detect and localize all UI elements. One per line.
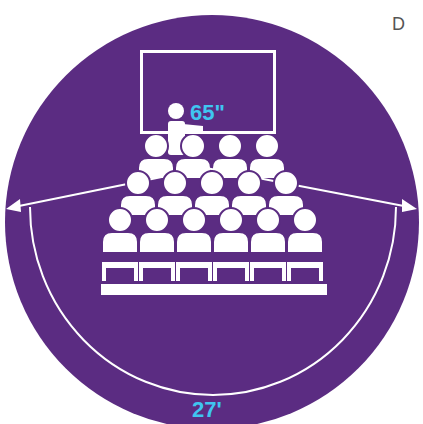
person-head: [237, 171, 261, 195]
person-head: [181, 134, 205, 158]
person-body: [214, 233, 248, 252]
audience-figures: [102, 134, 323, 281]
person-head: [144, 134, 168, 158]
desk-seat: [213, 262, 249, 281]
desk-seat: [139, 262, 175, 281]
distance-dimension: 27': [192, 397, 222, 423]
person-head: [256, 208, 280, 232]
person-head: [218, 134, 242, 158]
person-head: [108, 208, 132, 232]
person-head: [293, 208, 317, 232]
screen-box: 65": [140, 50, 276, 134]
desk-seat: [176, 262, 212, 281]
sight-lines: [14, 168, 409, 395]
person-head: [255, 134, 279, 158]
person-body: [140, 233, 174, 252]
desk-seat: [287, 262, 323, 281]
person-head: [163, 171, 187, 195]
background-circle: [5, 15, 419, 424]
cut-off-heading: D: [392, 14, 405, 35]
person-head: [182, 208, 206, 232]
person-body: [288, 233, 322, 252]
desk-seat: [102, 262, 138, 281]
person-head: [145, 208, 169, 232]
screen-size: 65": [190, 100, 225, 126]
person-head: [200, 171, 224, 195]
person-head: [219, 208, 243, 232]
person-body: [103, 233, 137, 252]
desk-seat: [250, 262, 286, 281]
person-body: [177, 233, 211, 252]
person-body: [251, 233, 285, 252]
person-head: [274, 171, 298, 195]
person-head: [126, 171, 150, 195]
desk-bar: [101, 284, 327, 295]
